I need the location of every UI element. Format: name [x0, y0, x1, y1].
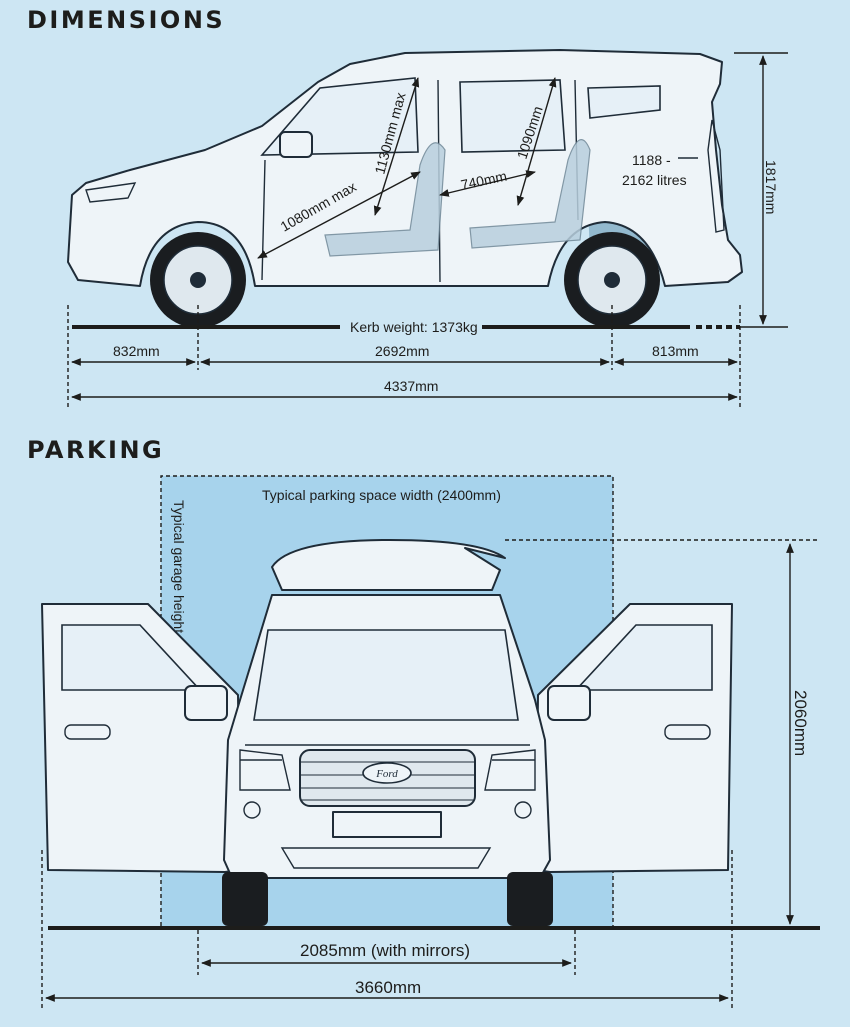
rear-side-window [459, 79, 566, 153]
front-wheel [150, 232, 246, 328]
parking-space-label: Typical parking space width (2400mm) [262, 487, 501, 503]
number-plate [332, 811, 442, 838]
kerb-weight-label: Kerb weight: 1373kg [350, 319, 478, 335]
dimensions-heading: DIMENSIONS [27, 6, 226, 34]
parking-heading: PARKING [27, 436, 165, 464]
quarter-window [587, 85, 661, 119]
right-fog-light [514, 801, 532, 819]
overall-length-label: 4337mm [384, 378, 438, 394]
lower-intake [280, 847, 492, 869]
wheelbase-label: 2692mm [375, 343, 429, 359]
front-right-tyre [507, 872, 553, 926]
side-mirror [279, 131, 313, 158]
bonnet-lines [240, 744, 535, 761]
width-mirrors-label: 2085mm (with mirrors) [300, 941, 470, 960]
rear-wheel [564, 232, 660, 328]
ford-badge [362, 762, 412, 784]
left-mirror [184, 685, 228, 721]
tail-light [707, 119, 725, 233]
headlights [239, 749, 536, 791]
rear-overhang-label: 813mm [652, 343, 699, 359]
front-overhang-label: 832mm [113, 343, 160, 359]
rear-seat [469, 139, 591, 249]
garage-height-label: Typical garage height [171, 500, 187, 633]
rear-legroom-arrow [439, 170, 536, 197]
headlight [85, 182, 137, 203]
roof-box [271, 539, 506, 591]
right-door-handle [664, 724, 711, 740]
side-view-car [67, 49, 743, 328]
right-mirror [547, 685, 591, 721]
front-legroom-arrow [257, 171, 421, 259]
windscreen [253, 629, 519, 721]
ford-badge-text: Ford [375, 768, 398, 780]
boot-volume-max: 2162 litres [622, 172, 687, 188]
front-height-label: 2060mm [791, 690, 810, 756]
height-label: 1817mm [763, 160, 779, 214]
left-door-handle [64, 724, 111, 740]
left-fog-light [243, 801, 261, 819]
boot-volume-min: 1188 - [632, 152, 671, 168]
width-doors-label: 3660mm [355, 978, 421, 997]
front-left-tyre [222, 872, 268, 926]
